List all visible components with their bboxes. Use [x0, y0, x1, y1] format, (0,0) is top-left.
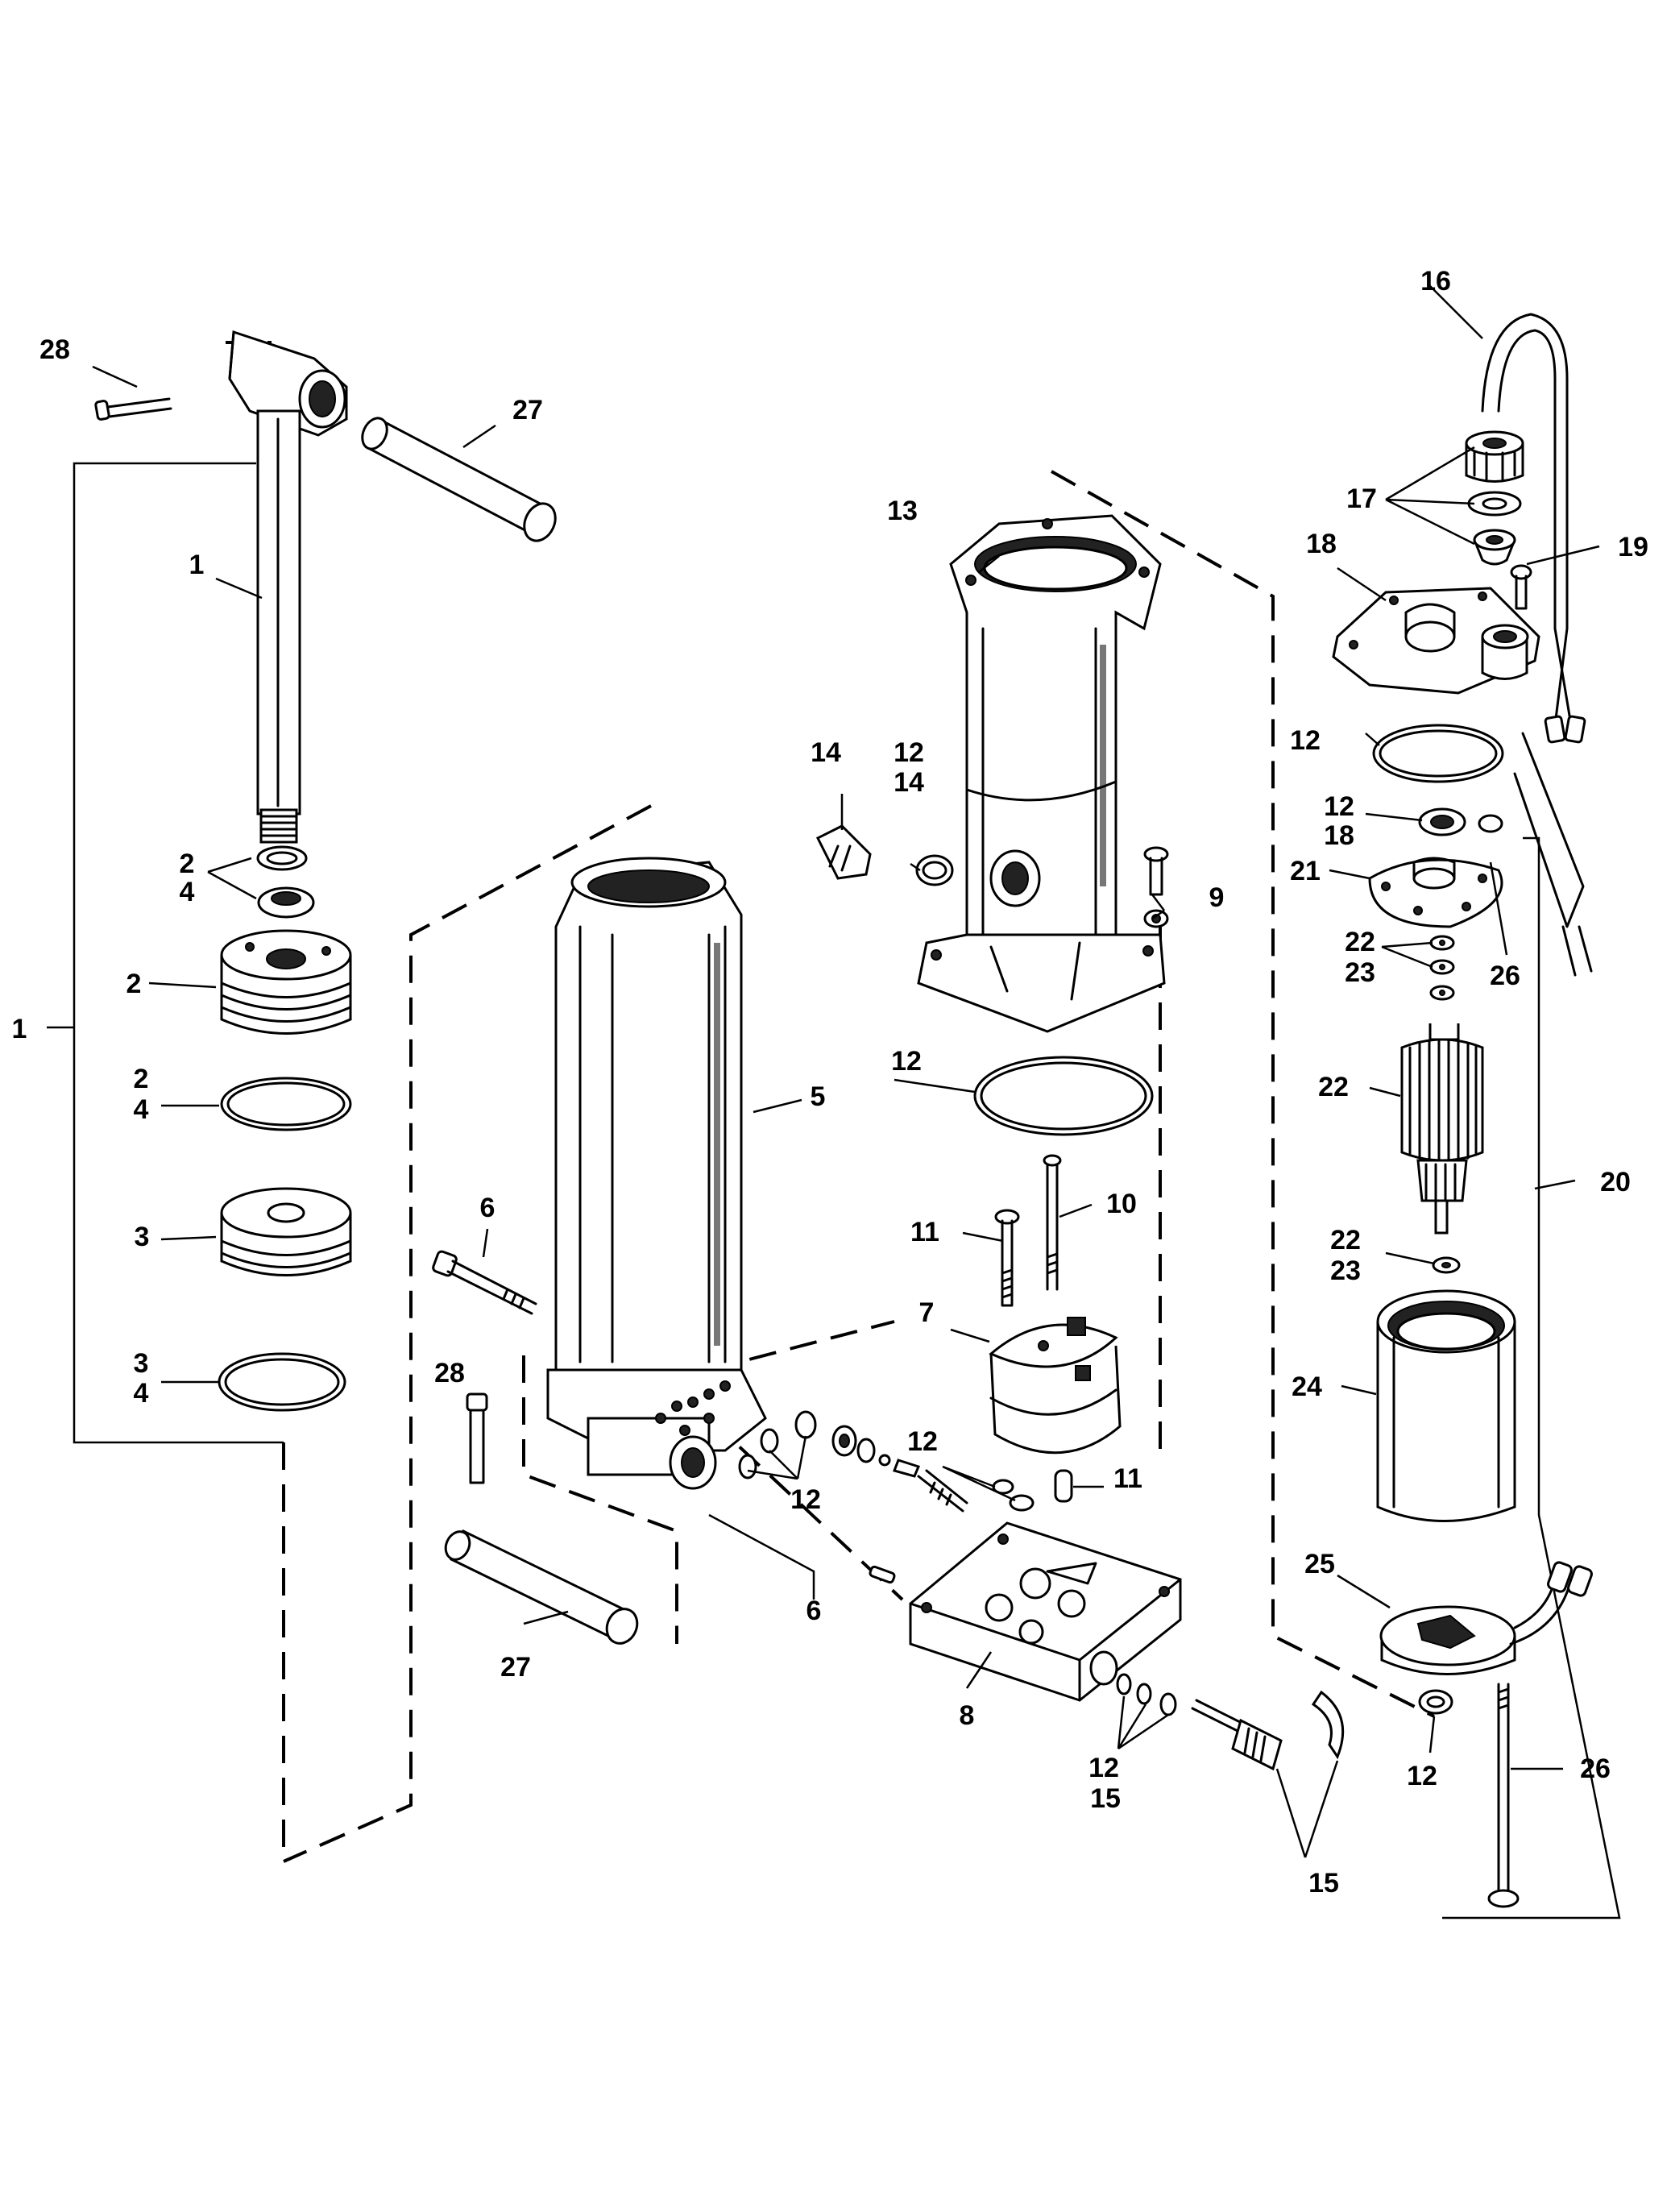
- cylinder-ports: [655, 1380, 731, 1436]
- label-12-plug: 12: [894, 737, 924, 768]
- label-22-washers: 22: [1345, 927, 1375, 957]
- bolt-part-6: [432, 1250, 537, 1315]
- label-5: 5: [811, 1081, 826, 1112]
- label-9: 9: [1209, 882, 1225, 913]
- label-13: 13: [887, 496, 918, 526]
- label-12-valve: 12: [1088, 1753, 1119, 1783]
- manifold-part-8: [909, 1521, 1182, 1702]
- label-17: 17: [1346, 483, 1377, 514]
- motor-frame-part-24: [1376, 1289, 1516, 1522]
- label-12-pump: 12: [907, 1426, 938, 1457]
- end-head-part-25: [1379, 1561, 1593, 1675]
- label-14: 14: [811, 737, 841, 768]
- label-26-lower: 26: [1580, 1753, 1611, 1784]
- label-2-o-ring: 2: [134, 1064, 149, 1094]
- label-22-lower: 22: [1330, 1225, 1361, 1255]
- plate-part-21: [1368, 857, 1503, 928]
- label-3-o-ring: 3: [134, 1348, 149, 1379]
- label-23-lower: 23: [1330, 1255, 1361, 1286]
- label-12-seals: 12: [790, 1484, 821, 1515]
- piston-part-2: [220, 929, 352, 1035]
- label-6-lower: 6: [806, 1596, 822, 1626]
- o-ring-part-3-4: [218, 1352, 346, 1412]
- wires-part-16: [1481, 313, 1593, 977]
- label-22-armature: 22: [1318, 1072, 1349, 1102]
- label-12-bottom: 12: [1407, 1761, 1437, 1791]
- label-28-lower: 28: [434, 1358, 465, 1388]
- piston-rod: [256, 409, 301, 844]
- o-ring-part-12-mid: [973, 1056, 1154, 1136]
- pin-part-27-upper: [361, 417, 557, 542]
- o-ring-part-12-top-right: [1372, 724, 1504, 783]
- bolt-part-28-upper: [94, 397, 172, 421]
- o-ring-part-2-4: [220, 1077, 352, 1131]
- label-3-piston: 3: [135, 1222, 150, 1252]
- armature-part-22: [1400, 1023, 1484, 1235]
- grommet-part-17: [1465, 430, 1524, 566]
- label-27-lower: 27: [500, 1652, 531, 1683]
- label-25: 25: [1304, 1549, 1335, 1579]
- valve-part-15: [1116, 1673, 1345, 1771]
- label-4-o-ring: 4: [134, 1094, 149, 1125]
- label-15-clip: 15: [1308, 1868, 1339, 1899]
- label-2-piston: 2: [126, 969, 142, 999]
- label-6-bolt: 6: [480, 1193, 495, 1223]
- label-27-top: 27: [512, 395, 543, 425]
- pump-small-parts: [992, 1469, 1073, 1512]
- part-number-labels: 28 27 1 1 2 4 2 2 4 3 3 4 5 6 28 27 6 12…: [12, 266, 1648, 1899]
- lower-pin-parts: [444, 1392, 639, 1645]
- label-24: 24: [1292, 1372, 1322, 1402]
- label-11-dowel: 11: [1113, 1463, 1142, 1494]
- label-28-top: 28: [39, 334, 70, 365]
- label-26-upper: 26: [1490, 961, 1520, 991]
- label-12-seal-right: 12: [1324, 791, 1354, 822]
- washers-part-22-23: [1429, 935, 1455, 1001]
- label-18: 18: [1306, 529, 1337, 559]
- end-cap-part-18: [1332, 587, 1540, 695]
- label-14-plug: 14: [894, 767, 924, 798]
- label-19: 19: [1618, 532, 1648, 562]
- label-18-seal-right: 18: [1324, 820, 1354, 851]
- o-ring-part-12-bottom: [1418, 1689, 1453, 1715]
- washer-part-2-4: [256, 845, 315, 919]
- assembly-boundaries: [226, 341, 1435, 1863]
- label-23-washers: 23: [1345, 957, 1375, 988]
- label-10: 10: [1106, 1189, 1137, 1219]
- label-11-bolt: 11: [910, 1217, 939, 1247]
- reservoir-part-13: [917, 514, 1166, 1033]
- piston-rod-assembly: [94, 330, 557, 1412]
- label-8: 8: [960, 1700, 975, 1731]
- label-12-mid: 12: [891, 1046, 922, 1077]
- pump-part-7: [989, 1317, 1122, 1455]
- rod-eye: [228, 330, 348, 437]
- label-12-top-right: 12: [1290, 725, 1321, 756]
- label-20: 20: [1600, 1167, 1631, 1197]
- trim-cylinder-part-5: [546, 857, 767, 1490]
- label-4-washer: 4: [180, 877, 195, 907]
- label-16: 16: [1420, 266, 1451, 297]
- seal-part-12-18: [1418, 807, 1503, 836]
- label-21: 21: [1290, 856, 1321, 886]
- label-15-valve: 15: [1090, 1783, 1121, 1814]
- label-4-o-ring-lower: 4: [134, 1378, 149, 1409]
- fill-plug-part-14: [815, 824, 954, 886]
- label-1-rod: 1: [189, 550, 205, 580]
- piston-part-3: [220, 1187, 352, 1276]
- bracket-frames: [73, 462, 1621, 1919]
- bolt-part-11: [994, 1209, 1020, 1307]
- rod-part-10: [1043, 1154, 1062, 1291]
- long-bolt-part-26: [1487, 1683, 1520, 1908]
- label-1-assembly: 1: [12, 1014, 27, 1044]
- label-7: 7: [919, 1297, 935, 1328]
- screw-part-19: [1510, 564, 1532, 610]
- leader-lines: [47, 285, 1600, 1858]
- label-2-washer: 2: [180, 849, 195, 879]
